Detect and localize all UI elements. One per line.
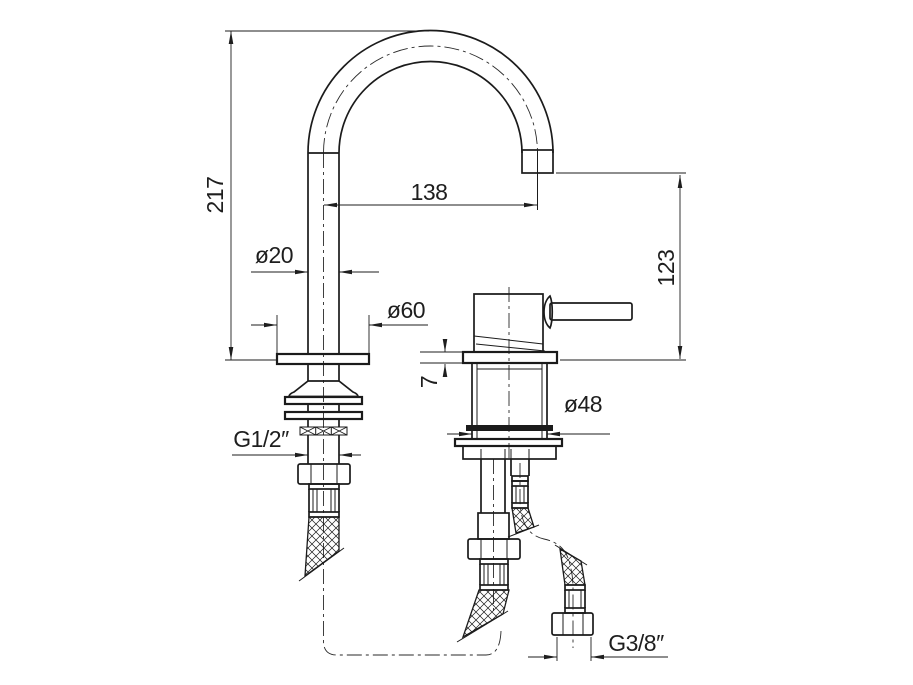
supply-pipe-stub — [510, 459, 530, 476]
valve-handle-body — [473, 293, 544, 352]
valve-left-hose-connector — [479, 558, 509, 591]
spout-flex-hose — [304, 516, 340, 578]
spout-base-cylinder — [307, 364, 340, 382]
dim-label-valve-body-diameter: ø48 — [564, 391, 602, 417]
dim-label-outlet-height: 123 — [653, 250, 679, 287]
spout-packing-band — [299, 426, 348, 436]
dim-spout-inlet-thread: G1/2″ — [232, 426, 361, 458]
spout-riser-tube — [307, 152, 340, 354]
spout-mounting-nut — [297, 463, 351, 485]
spout-washer-lower — [283, 410, 364, 421]
valve-left-nut — [467, 538, 521, 560]
dim-spout-base-diameter: ø60 — [251, 297, 428, 353]
dim-valve-body-diameter: ø48 — [447, 391, 610, 437]
valve-unit — [453, 293, 633, 643]
valve-lock-ring — [466, 425, 553, 431]
dim-label-spout-base-diameter: ø60 — [387, 297, 425, 323]
spout-deck-flange — [275, 352, 371, 366]
supply-hose-end-connector — [564, 584, 586, 614]
dim-label-spout-height: 217 — [202, 177, 228, 214]
dim-label-spout-tube-diameter: ø20 — [255, 242, 293, 268]
spout-shank-upper — [307, 419, 340, 427]
spout-spacer — [307, 404, 340, 412]
valve-hose-break-line — [456, 610, 509, 643]
spout-riser-and-hose-routing-centerline — [323, 153, 502, 656]
valve-left-pipe — [480, 459, 506, 513]
spout-inner-arc — [338, 60, 523, 154]
valve-outlet-hose — [461, 589, 510, 639]
dim-outlet-height: 123 — [556, 172, 686, 361]
valve-deck-flange — [461, 350, 559, 365]
spout-washer-upper — [283, 395, 364, 406]
spout-threaded-shank-g12 — [307, 435, 340, 464]
dim-spout-reach: 138 — [324, 179, 537, 208]
valve-manifold-block — [462, 445, 557, 460]
dim-deck-flange-thickness: 7 — [416, 339, 463, 388]
supply-hose-upper-section — [511, 507, 535, 534]
spout-arc-centerline — [323, 45, 538, 154]
lever-base — [543, 294, 554, 330]
valve-base-washer — [453, 437, 564, 448]
dim-spout-height: 217 — [202, 30, 429, 361]
supply-hose-lower-break-line — [554, 544, 588, 566]
supply-hose-lower-section — [559, 547, 586, 586]
lever-handle — [549, 302, 633, 321]
dim-label-deck-flange-thickness: 7 — [416, 376, 442, 388]
spout-hose-connector — [308, 483, 340, 518]
dim-label-supply-hose-thread: G3/8″ — [608, 630, 664, 656]
spout-outer-arc — [307, 29, 554, 154]
dim-spout-tube-diameter: ø20 — [251, 242, 379, 275]
dim-label-spout-inlet-thread: G1/2″ — [233, 426, 289, 452]
spout — [275, 29, 554, 582]
dim-supply-hose-thread: G3/8″ — [528, 630, 668, 661]
dim-label-spout-reach: 138 — [411, 179, 448, 205]
valve-body-tilt-joint — [473, 335, 546, 352]
supply-hose-nut-g38 — [551, 612, 594, 636]
supply-hose-upper-break-line — [507, 524, 540, 538]
spout-hose-break-line — [298, 547, 345, 582]
